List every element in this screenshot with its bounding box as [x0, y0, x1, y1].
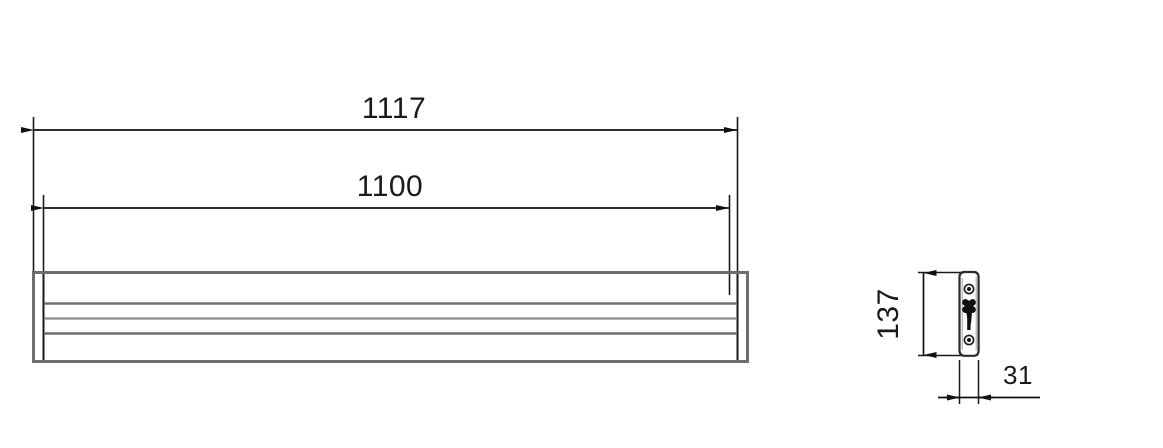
- front-view-extension-lines: [32, 117, 739, 295]
- dimension-label-137: 137: [872, 288, 905, 340]
- dimension-label-31: 31: [1003, 360, 1033, 390]
- dimension-label-1100: 1100: [357, 170, 424, 203]
- dimension-overall-length: 1117: [21, 92, 737, 133]
- dimension-inner-length: 1100: [31, 170, 729, 211]
- dimension-depth: 31: [938, 360, 1040, 404]
- outer-frame-rect: [32, 271, 749, 363]
- side-bracket-plate: [958, 270, 980, 357]
- front-view-body: [32, 271, 749, 363]
- screw-hole-top-center: [967, 287, 971, 291]
- dimension-label-1117: 1117: [362, 92, 426, 125]
- keyhole-slot: [962, 299, 976, 331]
- dimension-height: 137: [872, 270, 962, 358]
- screw-hole-bottom-center: [967, 338, 971, 342]
- bracket-plate-inner-edges: [961, 277, 977, 351]
